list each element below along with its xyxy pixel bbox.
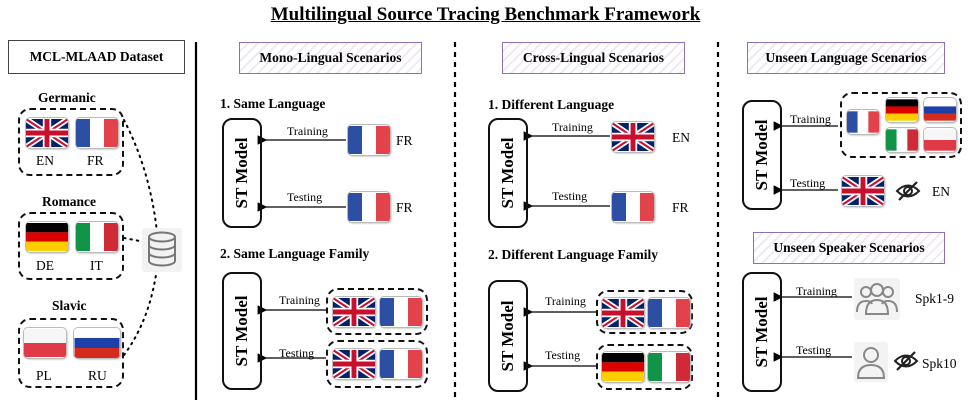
mono-st-model-1-label: ST Model	[232, 137, 251, 209]
flag-ru-icon	[924, 98, 956, 122]
cross-scenario-1-label: 1. Different Language	[488, 97, 615, 112]
mono-testing-2-label: Testing	[279, 346, 315, 360]
mono-st-model-1	[222, 118, 262, 228]
flag-it-icon	[76, 222, 118, 252]
cross-scenario-2-label: 2. Different Language Family	[488, 247, 658, 262]
mono-training-2-label: Training	[279, 293, 320, 307]
flag-pl-icon	[924, 128, 956, 152]
cross-training-2-label: Training	[545, 294, 586, 308]
group-romance-box	[18, 212, 124, 280]
dataset-header: MCL-MLAAD Dataset	[8, 40, 185, 74]
flag-pl-icon	[24, 328, 66, 358]
database-icon	[142, 228, 182, 272]
group-slavic-box	[18, 318, 124, 388]
cross-training-1-label: Training	[552, 120, 593, 134]
cross-st-model-1	[488, 118, 528, 228]
unseen-lang-en-label: EN	[932, 184, 950, 199]
flag-fr-icon	[348, 125, 390, 155]
lang-ru-label: RU	[88, 368, 107, 383]
flag-uk-icon	[602, 298, 644, 328]
cross-st-model-2	[488, 280, 528, 392]
flag-uk-icon	[612, 122, 654, 152]
group-romance-label: Romance	[42, 194, 96, 209]
unseen-spk-testing-label: Testing	[796, 343, 832, 357]
unseen-spk-st-model	[742, 272, 782, 392]
mono-scenario-2-label: 2. Same Language Family	[220, 246, 370, 261]
flag-ru-icon	[74, 328, 120, 358]
mono-train-flags-box	[326, 288, 428, 335]
flag-de-icon	[886, 98, 918, 122]
flag-fr-icon	[612, 192, 654, 222]
mono-training-1-label: Training	[287, 124, 328, 138]
cross-en-label: EN	[672, 130, 690, 145]
eye-slash-icon	[895, 181, 921, 201]
lang-it-label: IT	[90, 258, 103, 273]
unseen-spk-train-label: Spk1-9	[915, 291, 955, 306]
user-group-icon	[854, 278, 900, 320]
mono-fr-test-label: FR	[396, 200, 413, 215]
unseen-lang-st-model	[742, 100, 782, 210]
lang-pl-label: PL	[36, 368, 52, 383]
group-germanic-label: Germanic	[38, 90, 96, 105]
flag-it-icon	[886, 128, 918, 152]
mono-testing-1-label: Testing	[287, 190, 323, 204]
page-title: Multilingual Source Tracing Benchmark Fr…	[270, 4, 701, 25]
flag-de-icon	[26, 222, 68, 252]
user-icon	[854, 342, 888, 382]
flag-fr-icon	[380, 349, 422, 379]
flag-de-icon	[602, 352, 644, 382]
flag-uk-icon	[842, 176, 884, 206]
lang-de-label: DE	[36, 258, 54, 273]
mono-st-model-2-label: ST Model	[232, 295, 251, 367]
flag-uk-icon	[333, 349, 375, 379]
unseen-spk-training-label: Training	[796, 284, 837, 298]
flag-fr-icon	[648, 298, 690, 328]
cross-train-flags-box	[596, 290, 693, 334]
flag-uk-icon	[333, 297, 375, 327]
group-slavic-label: Slavic	[52, 298, 87, 313]
cross-header: Cross-Lingual Scenarios	[502, 42, 685, 74]
group-germanic-box	[18, 108, 124, 176]
eye-slash-icon	[893, 351, 919, 371]
cross-test-flags-box	[596, 344, 693, 390]
lang-en-label: EN	[36, 153, 54, 168]
flag-fr-icon	[348, 192, 390, 222]
unseen-lang-training-label: Training	[790, 112, 831, 126]
flag-it-icon	[648, 352, 690, 382]
unseen-spk-st-model-label: ST Model	[752, 296, 771, 368]
mono-header: Mono-Lingual Scenarios	[239, 42, 422, 74]
mono-st-model-2	[222, 272, 262, 390]
flag-uk-icon	[26, 118, 68, 148]
cross-testing-1-label: Testing	[552, 189, 588, 203]
mono-scenario-1-label: 1. Same Language	[220, 96, 326, 111]
unseen-lang-st-model-label: ST Model	[752, 119, 771, 191]
unseen-spk-test-label: Spk10	[922, 356, 957, 371]
unseen-spk-header: Unseen Speaker Scenarios	[753, 232, 945, 264]
mono-fr-train-label: FR	[396, 133, 413, 148]
cross-testing-2-label: Testing	[545, 348, 581, 362]
flag-fr-icon	[76, 118, 118, 148]
mono-test-flags-box	[326, 340, 428, 388]
lang-fr-label: FR	[87, 153, 104, 168]
unseen-lang-header: Unseen Language Scenarios	[747, 42, 945, 74]
flag-fr-icon	[380, 297, 422, 327]
unseen-lang-train-flags-box	[840, 92, 962, 158]
cross-st-model-2-label: ST Model	[498, 300, 517, 372]
cross-st-model-1-label: ST Model	[498, 137, 517, 209]
cross-fr-label: FR	[672, 200, 689, 215]
flag-fr-icon	[847, 110, 879, 134]
unseen-lang-testing-label: Testing	[790, 176, 826, 190]
